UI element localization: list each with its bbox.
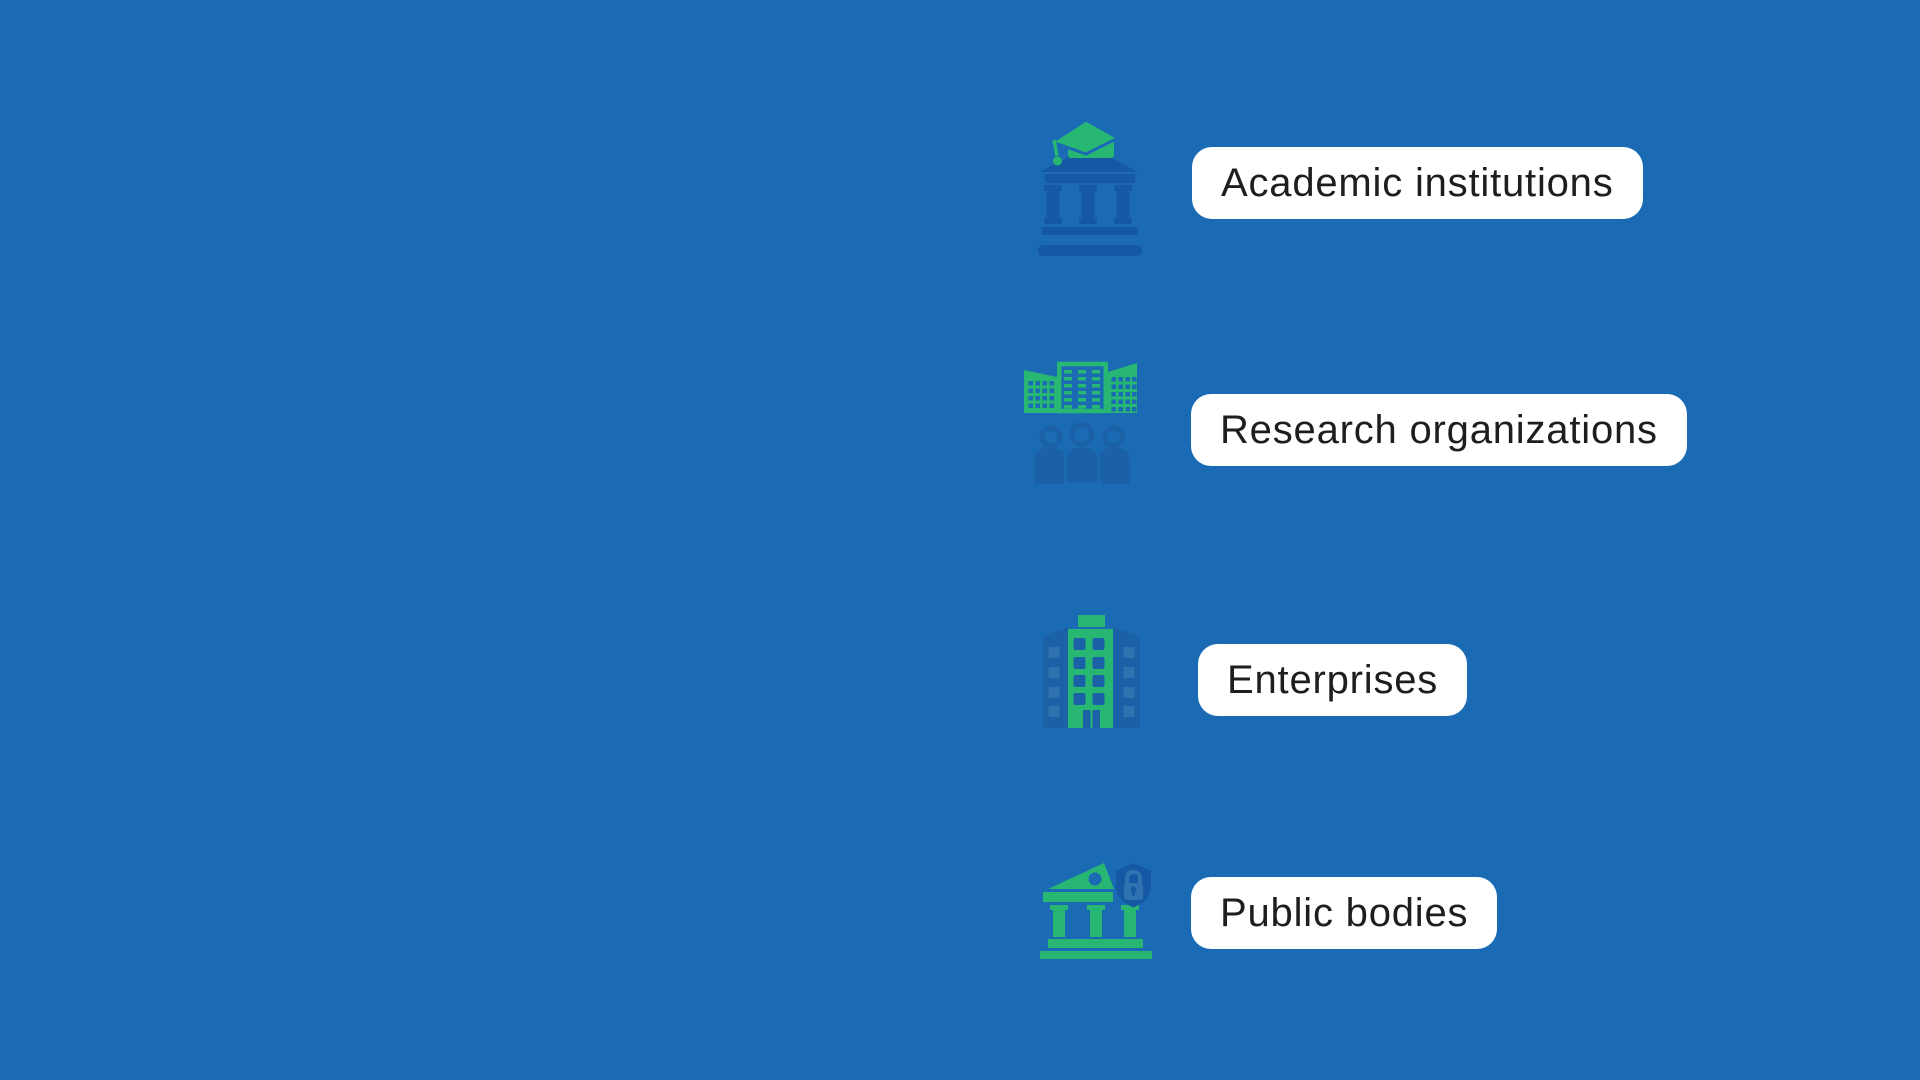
research-organization-icon	[1024, 361, 1137, 484]
academic-institutions-button[interactable]: Academic institutions	[1192, 147, 1643, 219]
enterprises-button[interactable]: Enterprises	[1198, 644, 1468, 716]
research-organizations-button[interactable]: Research organizations	[1191, 394, 1687, 466]
public-bodies-button[interactable]: Public bodies	[1191, 877, 1498, 949]
lock-icon	[1125, 869, 1142, 883]
public-body-icon	[1040, 863, 1152, 959]
academic-institution-icon	[1038, 118, 1142, 256]
enterprise-building-icon	[1043, 615, 1140, 728]
